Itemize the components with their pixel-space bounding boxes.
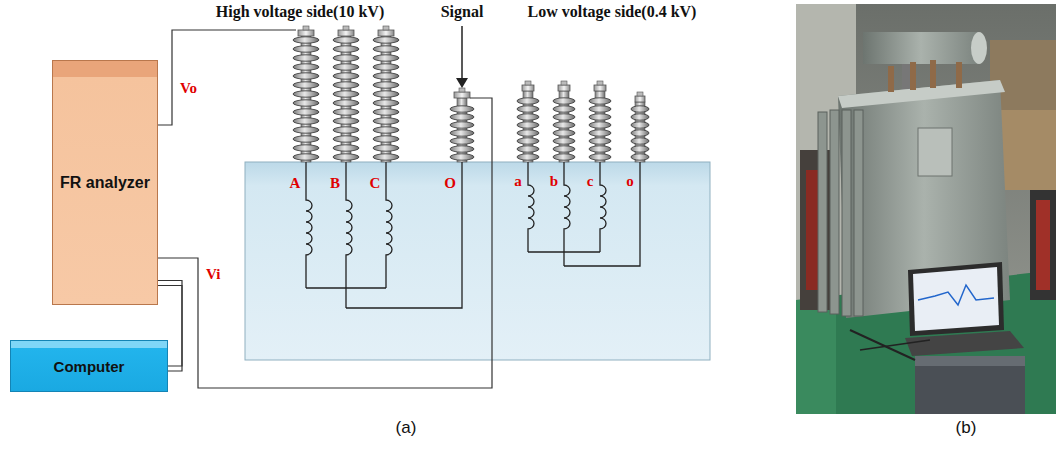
terminal-label: c (587, 173, 594, 190)
winding-coil (386, 162, 392, 288)
box-text: Computer (54, 358, 125, 375)
neutral-wire (346, 162, 462, 308)
terminal-label: b (550, 173, 558, 190)
bushing (631, 92, 649, 162)
panel-label: (a) (396, 418, 417, 438)
bushing (517, 81, 539, 162)
analyzer-box: FR analyzer (52, 60, 158, 305)
side-label: Low voltage side(0.4 kV) (528, 3, 697, 21)
photo (796, 4, 1056, 414)
star-wire (306, 287, 386, 288)
voltage-label: Vo (180, 80, 197, 97)
bushing (589, 81, 611, 162)
signal-arrow (456, 26, 468, 88)
terminal-label: o (626, 173, 634, 190)
terminal-label: C (370, 175, 381, 192)
bushings (293, 26, 649, 162)
vi-wire (152, 98, 492, 388)
winding-coil (600, 162, 606, 252)
voltage-label: Vi (206, 266, 220, 283)
signal-label: Signal (441, 3, 484, 21)
terminal-label: A (290, 175, 301, 192)
transformer-tank (245, 162, 710, 360)
side-label: High voltage side(10 kV) (216, 3, 384, 21)
box-text: FR analyzer (60, 174, 150, 192)
neutral-wire (564, 162, 640, 266)
winding-coil (306, 162, 312, 288)
bushing (553, 81, 575, 162)
panel-label: (b) (956, 418, 977, 438)
terminal-label: O (444, 175, 456, 192)
bushing (450, 88, 474, 162)
bushing (373, 26, 399, 162)
terminal-label: a (514, 173, 522, 190)
bushing (333, 26, 359, 162)
winding-coil (346, 162, 352, 308)
winding-coil (528, 162, 534, 252)
terminal-label: B (330, 175, 340, 192)
winding-coil (564, 162, 570, 266)
vo-wire (152, 30, 296, 125)
star-wire (528, 251, 600, 252)
windings (306, 162, 640, 308)
bushing (293, 26, 319, 162)
computer-box: Computer (10, 340, 168, 392)
